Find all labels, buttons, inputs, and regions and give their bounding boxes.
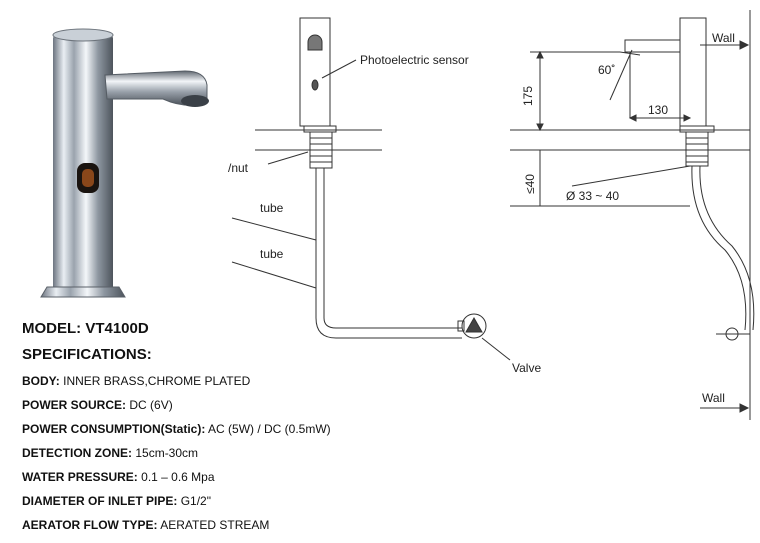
spec-value: 15cm-30cm bbox=[135, 446, 199, 460]
dim-thickness-label: ≤40 bbox=[523, 174, 537, 194]
faucet-top-cap bbox=[52, 28, 114, 42]
tube-label-1: tube bbox=[260, 201, 284, 215]
specifications-title: SPECIFICATIONS: bbox=[22, 346, 152, 363]
spec-row: POWER SOURCE: DC (6V) bbox=[22, 393, 442, 417]
model-heading: MODEL: VT4100D bbox=[22, 320, 149, 337]
side-spout bbox=[624, 39, 680, 53]
spec-row: WATER PRESSURE: 0.1 – 0.6 Mpa bbox=[22, 465, 442, 489]
spec-key: WATER PRESSURE: bbox=[22, 470, 138, 484]
sensor-housing bbox=[307, 34, 323, 51]
angle-label: 60˚ bbox=[598, 63, 615, 77]
side-shank bbox=[685, 131, 709, 167]
side-base-flange bbox=[679, 125, 715, 133]
spec-key: POWER SOURCE: bbox=[22, 398, 127, 412]
valve-label: Valve bbox=[512, 361, 541, 375]
wall-label-bottom: Wall bbox=[702, 391, 725, 405]
spec-row: DIAMETER OF INLET PIPE: G1/2" bbox=[22, 489, 442, 513]
dim-height-label: 175 bbox=[521, 86, 535, 106]
valve-circle bbox=[461, 313, 487, 339]
spec-row: AERATOR FLOW TYPE: AERATED STREAM bbox=[22, 513, 442, 537]
spec-value: AC (5W) / DC (0.5mW) bbox=[208, 422, 331, 436]
nut-label: /nut bbox=[228, 161, 249, 175]
front-faucet-body bbox=[299, 17, 331, 127]
installation-diagram: Photoelectric sensor /nut tube tube Valv… bbox=[228, 10, 755, 420]
side-faucet-body bbox=[679, 17, 707, 127]
angle-line bbox=[609, 49, 633, 101]
spec-key: DETECTION ZONE: bbox=[22, 446, 132, 460]
spec-value: DC (6V) bbox=[129, 398, 173, 412]
front-base-flange bbox=[303, 125, 337, 133]
specifications-panel: MODEL: VT4100D SPECIFICATIONS: BODY: INN… bbox=[22, 320, 442, 537]
dim-diameter-label: Ø 33 ~ 40 bbox=[566, 189, 619, 203]
sensor-glow bbox=[82, 169, 94, 187]
faucet-photo bbox=[40, 28, 209, 298]
faucet-base bbox=[40, 286, 126, 298]
spec-key: BODY: bbox=[22, 374, 60, 388]
front-tube-inner bbox=[323, 168, 462, 329]
sensor-label: Photoelectric sensor bbox=[360, 53, 469, 67]
spec-key: POWER CONSUMPTION(Static): bbox=[22, 422, 206, 436]
spec-value: INNER BRASS,CHROME PLATED bbox=[63, 374, 251, 388]
spec-value: 0.1 – 0.6 Mpa bbox=[141, 470, 215, 484]
side-tube bbox=[691, 165, 747, 331]
tube-label-2: tube bbox=[260, 247, 284, 261]
sensor-eye bbox=[311, 79, 319, 91]
spout-aerator bbox=[181, 95, 209, 107]
wall-label-top: Wall bbox=[712, 31, 735, 45]
spec-row: DETECTION ZONE: 15cm-30cm bbox=[22, 441, 442, 465]
spec-key: AERATOR FLOW TYPE: bbox=[22, 518, 158, 532]
front-tube-outer bbox=[315, 168, 462, 339]
spec-value: G1/2" bbox=[180, 494, 211, 508]
dim-reach-label: 130 bbox=[648, 103, 668, 117]
spec-value: AERATED STREAM bbox=[160, 518, 270, 532]
spec-row: BODY: INNER BRASS,CHROME PLATED bbox=[22, 369, 442, 393]
spec-row: POWER CONSUMPTION(Static): AC (5W) / DC … bbox=[22, 417, 442, 441]
spec-key: DIAMETER OF INLET PIPE: bbox=[22, 494, 178, 508]
